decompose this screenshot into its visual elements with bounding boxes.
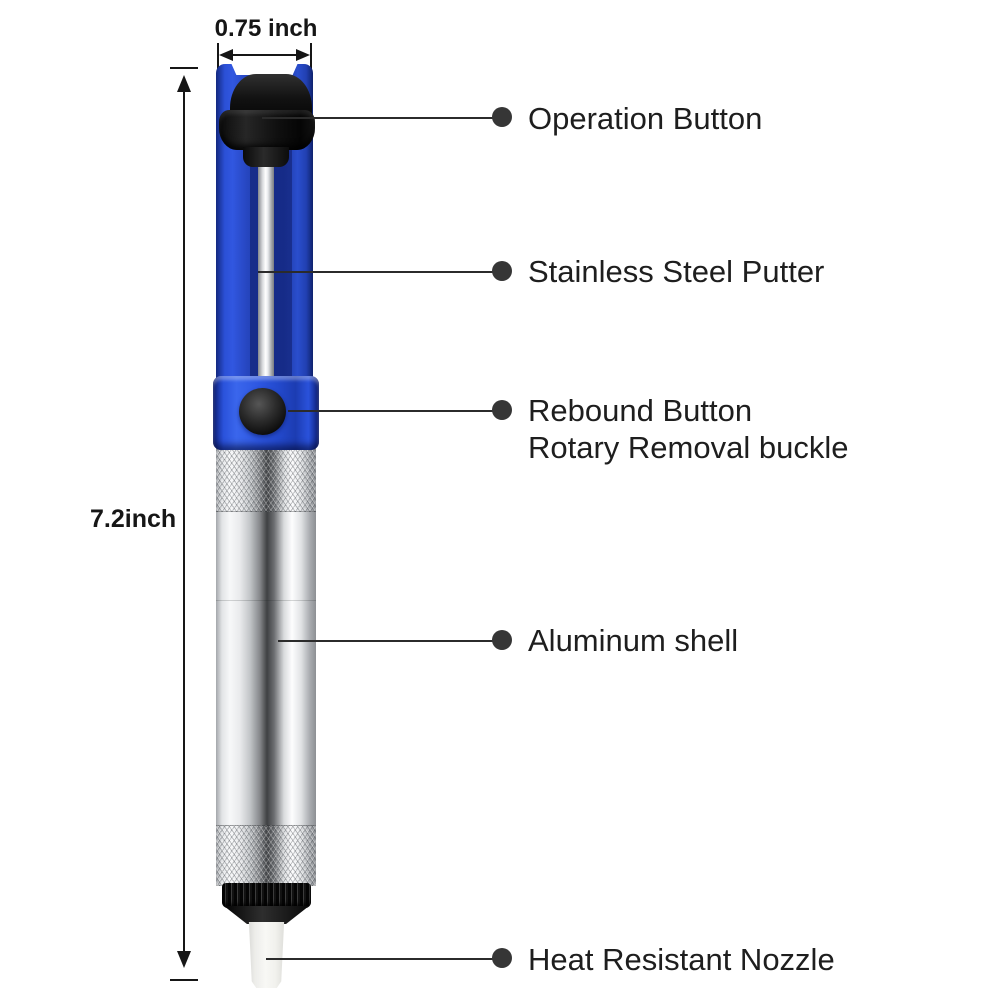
nozzle-retainer-ring [222, 883, 311, 908]
height-dimension-label: 7.2inch [90, 505, 177, 533]
callout-dot-operation-button [492, 107, 512, 127]
height-dimension-tick-top [170, 67, 198, 69]
width-dimension-tick-left [217, 43, 219, 70]
leader-line-aluminum-shell [278, 640, 494, 642]
leader-line-stainless-steel-putter [258, 271, 494, 273]
arrow-right-icon [296, 49, 310, 61]
leader-line-operation-button [262, 117, 494, 119]
arrow-down-icon [177, 951, 191, 968]
callout-dot-heat-resistant-nozzle [492, 948, 512, 968]
width-dimension-tick-right [310, 43, 312, 70]
callout-label-aluminum-shell: Aluminum shell [528, 623, 739, 658]
nozzle-cone [224, 906, 309, 924]
operation-button-flange [219, 110, 315, 150]
callout-label-rebound-line2: Rotary Removal buckle [528, 430, 849, 465]
knurl-texture-top [216, 448, 316, 512]
arrow-left-icon [219, 49, 233, 61]
leader-line-heat-resistant-nozzle [266, 958, 494, 960]
shell-seam-line [216, 600, 316, 601]
callout-label-heat-resistant-nozzle: Heat Resistant Nozzle [528, 942, 835, 977]
callout-dot-rebound-button [492, 400, 512, 420]
callout-label-rebound-line1: Rebound Button [528, 393, 753, 428]
callout-label-stainless-steel-putter: Stainless Steel Putter [528, 254, 825, 289]
width-dimension-line [228, 54, 304, 56]
leader-line-rebound-button [288, 410, 494, 412]
callout-dot-stainless-steel-putter [492, 261, 512, 281]
aluminum-shell [216, 448, 316, 886]
callout-label-operation-button: Operation Button [528, 101, 763, 136]
knurl-texture-bottom [216, 825, 316, 886]
heat-resistant-nozzle [248, 922, 285, 988]
height-dimension-line [183, 80, 185, 954]
arrow-up-icon [177, 75, 191, 92]
callout-dot-aluminum-shell [492, 630, 512, 650]
operation-button-stem [243, 147, 289, 167]
width-dimension-label: 0.75 inch [214, 15, 318, 42]
callout-label-rebound-button: Rebound Button Rotary Removal buckle [528, 392, 848, 466]
height-dimension-tick-bottom [170, 979, 198, 981]
rebound-button [239, 388, 286, 435]
stainless-steel-putter [258, 156, 274, 384]
